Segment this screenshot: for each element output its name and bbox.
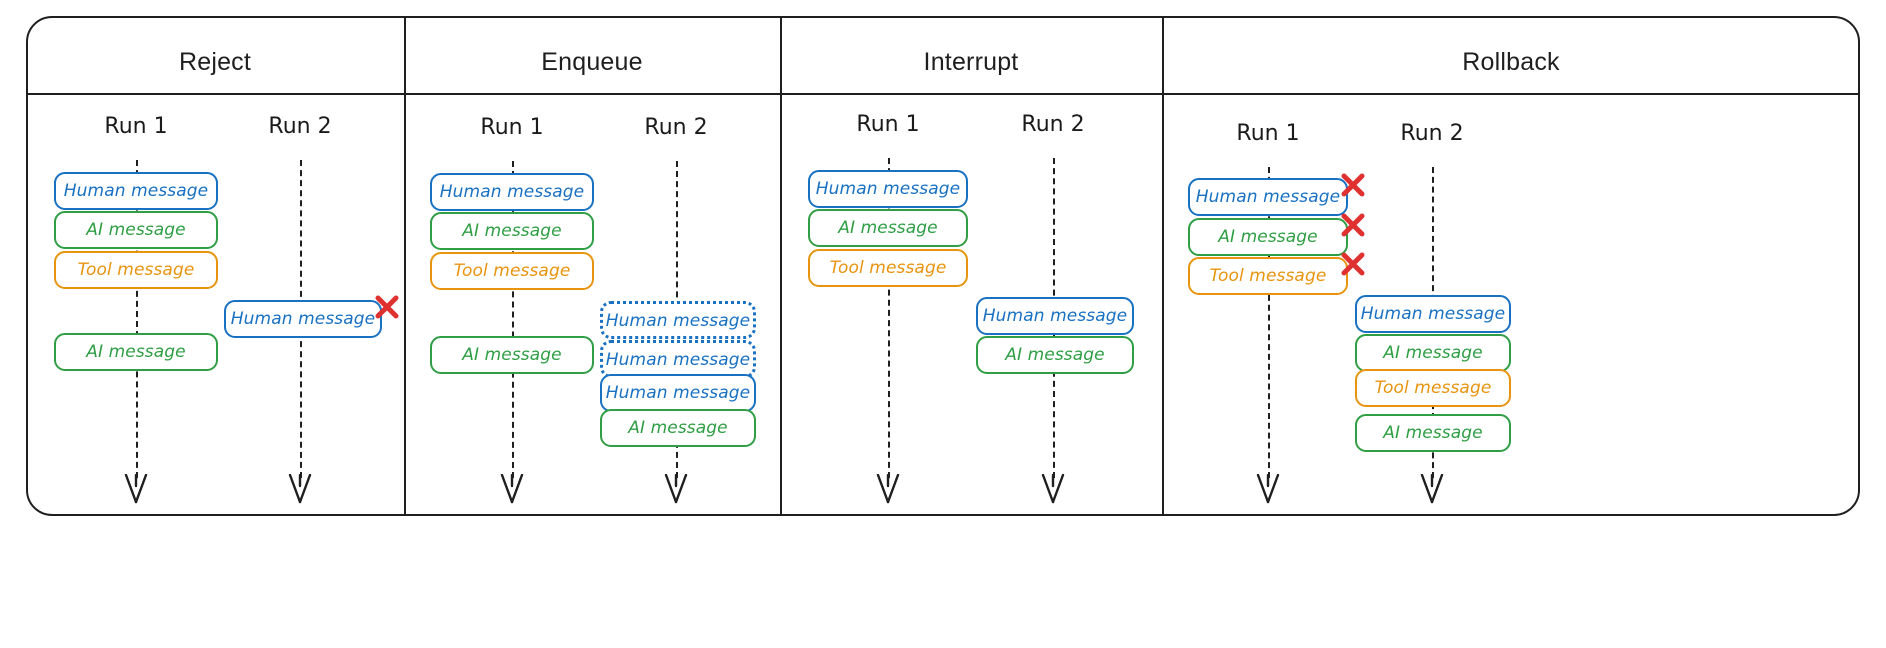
lifeline-arrow-enqueue-run-2: [663, 473, 689, 504]
header-separator: [26, 93, 1860, 95]
lifeline-interrupt-run-1: [888, 158, 890, 478]
reject-x-icon-rollback-run-1-1: [1338, 170, 1368, 200]
run-label-reject-run-1: Run 1: [104, 114, 168, 139]
message-chip-ai-interrupt-run-1-2[interactable]: AI message: [808, 209, 968, 247]
message-chip-human-enqueue-run-2-3[interactable]: Human message: [600, 374, 756, 412]
panel-title-rollback: Rollback: [1462, 48, 1560, 76]
run-label-reject-run-2: Run 2: [268, 114, 332, 139]
run-label-rollback-run-2: Run 2: [1400, 121, 1464, 146]
message-chip-tool-reject-run-1-3[interactable]: Tool message: [54, 251, 218, 289]
lifeline-arrow-reject-run-2: [287, 473, 313, 504]
run-label-enqueue-run-2: Run 2: [644, 115, 708, 140]
lifeline-reject-run-1: [136, 160, 138, 478]
message-chip-human-enqueue-run-2-2[interactable]: Human message: [600, 340, 756, 378]
message-chip-ai-reject-run-1-4[interactable]: AI message: [54, 333, 218, 371]
lifeline-arrow-rollback-run-2: [1419, 473, 1445, 504]
panel-divider-2: [780, 17, 782, 515]
message-chip-human-enqueue-run-2-1[interactable]: Human message: [600, 301, 756, 339]
panel-title-enqueue: Enqueue: [541, 48, 643, 76]
lifeline-arrow-interrupt-run-2: [1040, 473, 1066, 504]
run-label-rollback-run-1: Run 1: [1236, 121, 1300, 146]
run-label-interrupt-run-2: Run 2: [1021, 112, 1085, 137]
reject-x-icon-rollback-run-1-3: [1338, 249, 1368, 279]
panel-title-reject: Reject: [178, 48, 252, 76]
message-chip-ai-rollback-run-2-2[interactable]: AI message: [1355, 334, 1511, 372]
lifeline-arrow-reject-run-1: [123, 473, 149, 504]
lifeline-rollback-run-1: [1268, 167, 1270, 478]
reject-x-icon-reject-run-2-1: [372, 292, 402, 322]
message-chip-human-interrupt-run-1-1[interactable]: Human message: [808, 170, 968, 208]
panel-divider-1: [404, 17, 406, 515]
lifeline-arrow-interrupt-run-1: [875, 473, 901, 504]
message-chip-ai-enqueue-run-1-4[interactable]: AI message: [430, 336, 594, 374]
lifeline-arrow-rollback-run-1: [1255, 473, 1281, 504]
diagram-frame: [26, 16, 1860, 516]
run-label-enqueue-run-1: Run 1: [480, 115, 544, 140]
message-chip-human-reject-run-2-1[interactable]: Human message: [224, 300, 382, 338]
message-chip-human-rollback-run-1-1[interactable]: Human message: [1188, 178, 1348, 216]
message-chip-tool-enqueue-run-1-3[interactable]: Tool message: [430, 252, 594, 290]
lifeline-arrow-enqueue-run-1: [499, 473, 525, 504]
message-chip-human-enqueue-run-1-1[interactable]: Human message: [430, 173, 594, 211]
message-chip-human-interrupt-run-2-1[interactable]: Human message: [976, 297, 1134, 335]
message-chip-ai-rollback-run-2-4[interactable]: AI message: [1355, 414, 1511, 452]
reject-x-icon-rollback-run-1-2: [1338, 210, 1368, 240]
run-label-interrupt-run-1: Run 1: [856, 112, 920, 137]
message-chip-ai-interrupt-run-2-2[interactable]: AI message: [976, 336, 1134, 374]
message-chip-ai-enqueue-run-1-2[interactable]: AI message: [430, 212, 594, 250]
message-chip-tool-rollback-run-2-3[interactable]: Tool message: [1355, 369, 1511, 407]
message-chip-ai-rollback-run-1-2[interactable]: AI message: [1188, 218, 1348, 256]
message-chip-tool-rollback-run-1-3[interactable]: Tool message: [1188, 257, 1348, 295]
message-chip-ai-reject-run-1-2[interactable]: AI message: [54, 211, 218, 249]
message-chip-tool-interrupt-run-1-3[interactable]: Tool message: [808, 249, 968, 287]
panel-divider-3: [1162, 17, 1164, 515]
message-chip-human-reject-run-1-1[interactable]: Human message: [54, 172, 218, 210]
lifeline-enqueue-run-1: [512, 161, 514, 478]
panel-title-interrupt: Interrupt: [923, 48, 1019, 76]
message-chip-ai-enqueue-run-2-4[interactable]: AI message: [600, 409, 756, 447]
message-chip-human-rollback-run-2-1[interactable]: Human message: [1355, 295, 1511, 333]
